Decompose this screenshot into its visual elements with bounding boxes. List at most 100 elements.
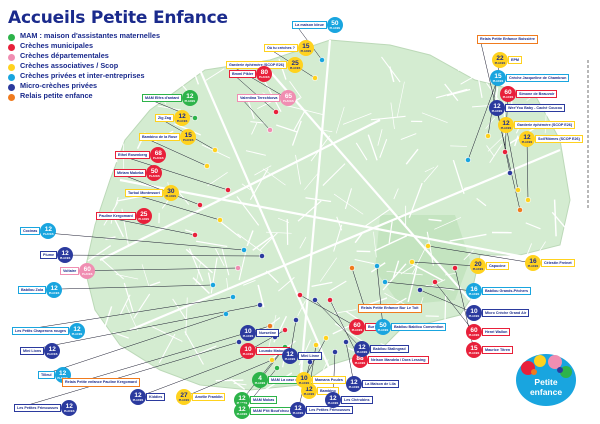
credit-text	[585, 60, 591, 210]
facility-marker[interactable]	[417, 287, 423, 293]
street	[439, 363, 468, 390]
facility-marker[interactable]	[485, 133, 491, 139]
facility-marker[interactable]	[507, 170, 513, 176]
places-count: 15	[470, 344, 478, 352]
facility-marker[interactable]	[212, 147, 218, 153]
facility-marker[interactable]	[327, 297, 333, 303]
facility-marker[interactable]	[282, 327, 288, 333]
facility-name: Simone de Beauvoir	[516, 89, 558, 99]
facility-marker[interactable]	[235, 265, 241, 271]
facility-marker[interactable]	[515, 187, 521, 193]
facility-marker[interactable]	[273, 109, 279, 115]
places-count: 88	[356, 354, 364, 362]
facility-marker[interactable]	[452, 265, 458, 271]
legend-item: Relais petite enfance	[8, 91, 183, 101]
facility-marker[interactable]	[241, 247, 247, 253]
facility-marker[interactable]	[293, 317, 299, 323]
logo-line-1: Petite	[534, 377, 557, 387]
facility-marker[interactable]	[223, 311, 229, 317]
places-word: PLACES	[500, 126, 512, 130]
leader-line	[23, 230, 245, 251]
facility-name: Babilou Babilou Convention	[391, 322, 447, 332]
legend-label: MAM : maison d'assistantes maternelles	[20, 31, 161, 40]
facility-marker[interactable]	[312, 75, 318, 81]
facility-marker[interactable]	[267, 127, 273, 133]
street	[392, 260, 400, 279]
street	[379, 138, 388, 158]
places-word: PLACES	[298, 381, 310, 385]
places-word: PLACES	[43, 232, 54, 236]
facility-marker[interactable]	[525, 197, 531, 203]
facility-marker[interactable]	[425, 243, 431, 249]
street	[92, 111, 116, 134]
facility-marker[interactable]	[267, 323, 273, 329]
street	[426, 369, 440, 381]
facility-marker[interactable]	[257, 302, 263, 308]
facility-marker[interactable]	[465, 157, 471, 163]
places-word: PLACES	[292, 411, 304, 415]
places-count: 16	[470, 285, 478, 293]
facility-marker[interactable]	[312, 297, 318, 303]
places-word: PLACES	[63, 409, 75, 413]
facility-name: Mini Linne	[298, 351, 323, 361]
places-count: 12	[294, 404, 302, 412]
facility-marker[interactable]	[343, 339, 349, 345]
places-count: 30	[167, 187, 175, 195]
street	[257, 101, 272, 110]
facility-marker[interactable]	[274, 365, 280, 371]
facility-marker[interactable]	[269, 357, 275, 363]
facility-marker[interactable]	[204, 163, 210, 169]
places-count: 12	[178, 112, 186, 120]
facility-name: Les Petites Frimousses	[14, 403, 62, 413]
facility-marker[interactable]	[313, 342, 319, 348]
leader-line	[299, 294, 358, 328]
places-count: 10	[470, 307, 478, 315]
street	[207, 272, 212, 285]
places-count: 12	[44, 225, 52, 233]
facility-marker[interactable]	[502, 149, 508, 155]
facility-marker[interactable]	[259, 253, 265, 259]
facility-marker[interactable]	[225, 187, 231, 193]
facility-marker[interactable]	[297, 292, 303, 298]
main-road	[119, 178, 541, 262]
facility-marker[interactable]	[349, 265, 355, 271]
facility-marker[interactable]	[332, 349, 338, 355]
facility-marker[interactable]	[217, 217, 223, 223]
places-count: 22	[496, 54, 504, 62]
street	[276, 124, 298, 133]
legend-color-dot-icon	[8, 84, 15, 91]
street	[400, 264, 416, 275]
leader-line	[240, 97, 271, 131]
facility-marker[interactable]	[432, 279, 438, 285]
facility-marker[interactable]	[319, 57, 325, 63]
legend-label: Relais petite enfance	[20, 91, 93, 100]
facility-marker[interactable]	[409, 259, 415, 265]
facility-marker[interactable]	[230, 294, 236, 300]
street	[444, 294, 447, 323]
facility-marker[interactable]	[517, 207, 523, 213]
street	[277, 217, 290, 223]
facility-marker[interactable]	[192, 232, 198, 238]
places-count: 50	[331, 19, 339, 27]
street	[524, 320, 548, 332]
street	[462, 380, 473, 407]
street	[405, 148, 419, 165]
facility-marker[interactable]	[236, 339, 242, 345]
facility-marker[interactable]	[210, 282, 216, 288]
legend-color-dot-icon	[8, 64, 15, 71]
facility-marker[interactable]	[374, 263, 380, 269]
facility-marker[interactable]	[382, 279, 388, 285]
facility-marker[interactable]	[323, 335, 329, 341]
facility-marker[interactable]	[197, 202, 203, 208]
facility-marker[interactable]	[192, 115, 198, 121]
street	[335, 106, 345, 134]
